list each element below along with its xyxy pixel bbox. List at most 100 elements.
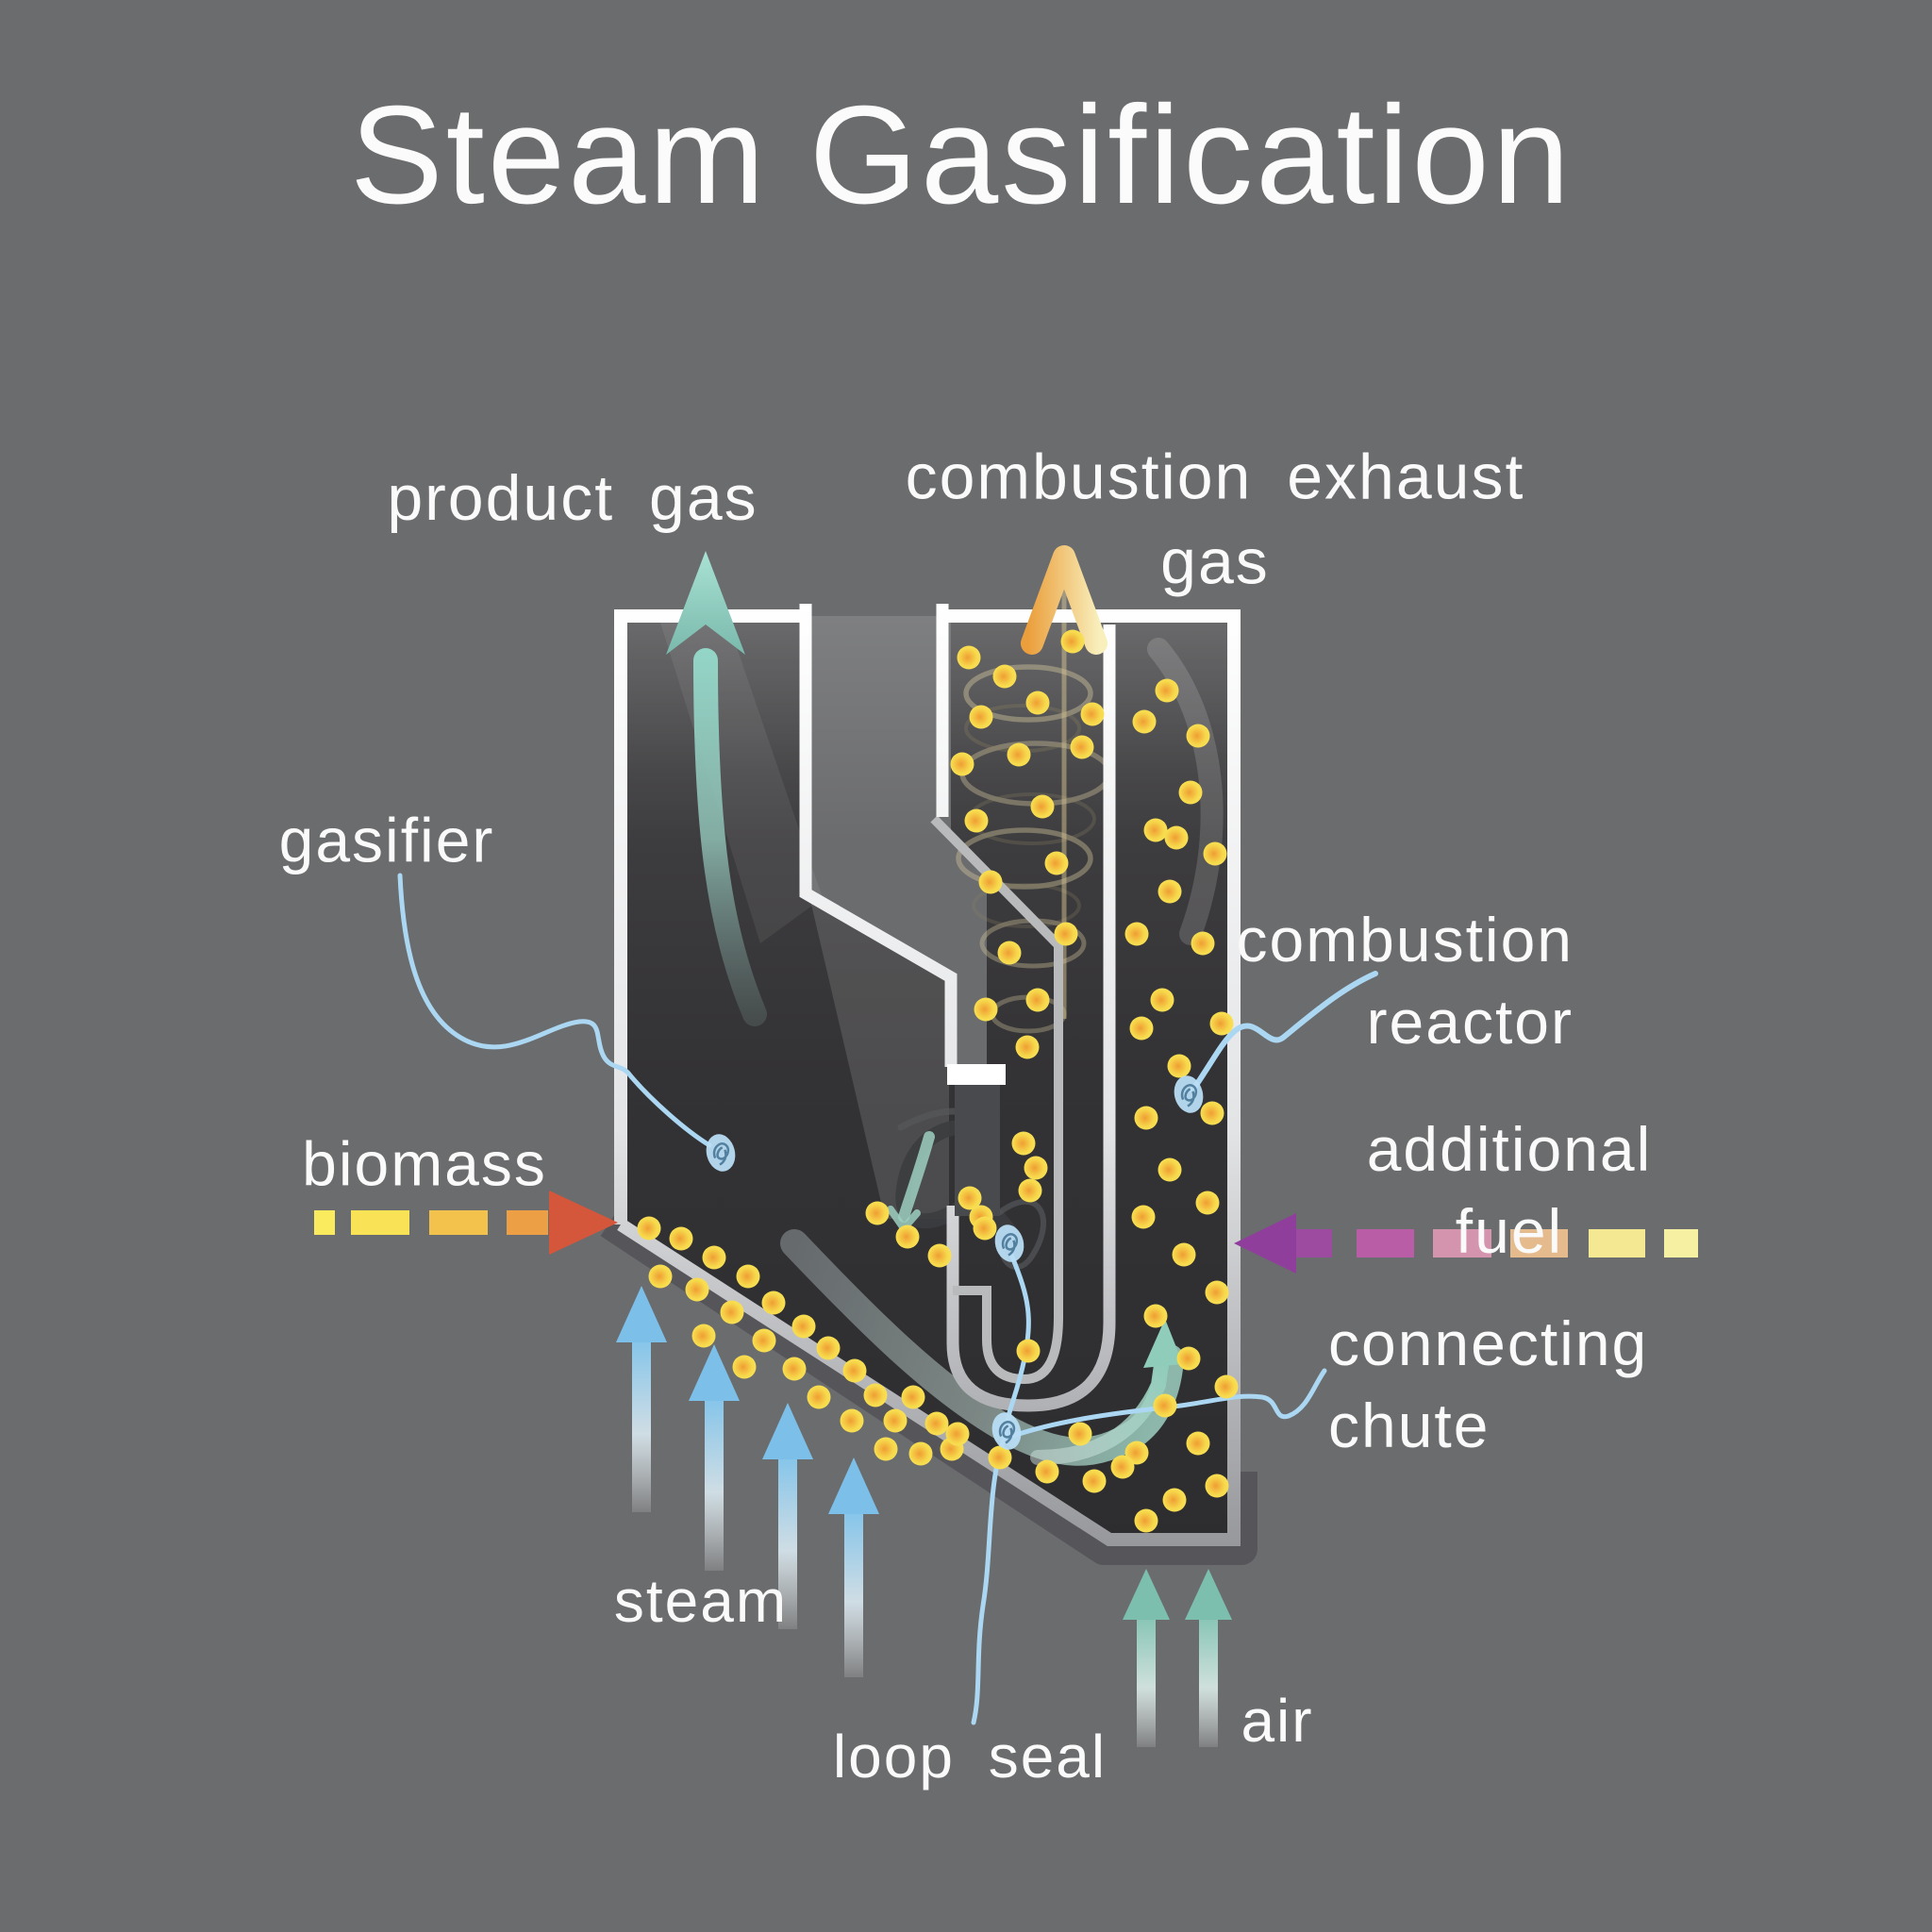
bed-particles [637,629,1239,1533]
particle-dot [1018,1178,1042,1203]
fuel-dash [1664,1229,1698,1257]
product-gas-label: product gas [387,462,758,535]
particle-dot [1011,1131,1036,1156]
cyclone-particles [950,629,1105,1059]
marker-blob [1174,1075,1204,1113]
particle-dot [988,1445,1012,1470]
particle-dot [1015,1035,1040,1059]
particle-dot [863,1383,888,1407]
particle-dot [1024,1156,1048,1180]
chute-flow-arrowhead [1143,1319,1183,1368]
gasifier-leader-line [397,873,712,1148]
particle-dot [791,1314,816,1339]
steam-label: steam [613,1566,789,1635]
particle-dot [1129,1016,1154,1041]
particle-dot [1035,1459,1059,1484]
particle-dot [1186,724,1210,748]
particle-dot [1044,851,1069,875]
particle-dot [865,1201,890,1225]
particle-dot [685,1277,709,1302]
cyclone-swirl-loop [956,827,1093,890]
particle-dot [945,1422,970,1446]
particle-dot [901,1385,925,1409]
combustion-column-particles [945,678,1239,1533]
particle-dot [1143,818,1168,842]
particle-dot [732,1355,757,1379]
feed-slot-dash [947,1064,1006,1085]
particle-dot [958,1186,982,1210]
particle-dot [950,752,974,776]
fuel-dash [1433,1229,1491,1257]
particle-dot [969,705,993,729]
loop-seal-marker-lower [991,1412,1022,1450]
loop-seal-label: loop seal [832,1722,1108,1790]
loop-seal-marker-upper [994,1224,1024,1262]
particle-dot [1195,1191,1220,1215]
particle-dot [1155,678,1179,703]
particle-dot [1158,1158,1182,1182]
marker-scribble [1001,1233,1019,1257]
marker-blob [991,1412,1022,1450]
particle-dot [1164,825,1189,850]
combustion-reactor-marker [1174,1075,1204,1113]
particle-dot [1016,1339,1041,1363]
particle-dot [1082,1469,1107,1493]
biomass-dash [429,1210,488,1235]
connecting-chute-leader-line [1010,1368,1327,1439]
particle-dot [1132,709,1157,734]
steam-arrow-shaft [632,1338,651,1512]
particle-dot [1025,691,1050,715]
particle-dot [978,870,1003,894]
particle-dot [997,941,1022,965]
particle-dot [1186,1431,1210,1456]
connecting-chute-label: connecting chute [1328,1307,1649,1460]
particle-dot [1080,702,1105,726]
particle-dot [974,997,998,1022]
particle-dot [1124,922,1149,946]
column-highlight-swoosh [1147,638,1224,945]
chute-flow-arrow-shaft [1030,1351,1170,1465]
particle-dot [1110,1455,1135,1479]
particle-dot [1007,742,1031,767]
particle-dot [1167,1054,1191,1078]
gas-wisp-curl [997,1198,1046,1270]
biomass-dash [507,1210,548,1235]
particle-dot [807,1385,831,1409]
loop-seal-outer-wall [946,625,1116,1412]
particle-dot [1134,1508,1158,1533]
particle-dot [1025,988,1050,1012]
particle-dot [1131,1205,1156,1229]
particle-dot [1172,1242,1196,1267]
product-gas-arrowhead [666,551,745,655]
particle-dot [1209,1011,1234,1036]
particle-dot [702,1245,726,1270]
product-gas-arrow-shaft [693,648,767,1026]
top-glow [625,616,1230,842]
particle-dot [1060,629,1085,654]
air-label: air [1241,1686,1314,1755]
particle-dot [1205,1280,1229,1305]
marker-scribble [712,1142,730,1166]
particle-dot [761,1291,786,1315]
particle-dot [924,1411,949,1436]
wisp-teal-arrow [898,1131,935,1223]
combustion-reactor-leader-line [1190,971,1378,1093]
particle-dot [1068,1422,1092,1446]
fuel-dash [1357,1229,1414,1257]
particle-dot [782,1357,807,1381]
particle-dot [1214,1374,1239,1399]
gasifier-bed-particles [637,1131,1048,1466]
leader-markers [706,1075,1204,1450]
gasifier-label: gasifier [278,805,495,875]
particle-dot [720,1300,744,1324]
steam-arrowhead [689,1344,740,1401]
air-arrow-shaft [1199,1615,1218,1747]
particle-dot [1162,1488,1187,1512]
gasifier-roof-highlight [809,896,949,1219]
fuel-dash [1510,1229,1568,1257]
particle-dot [964,808,989,833]
biomass-dash [314,1210,335,1235]
steam-arrow-shaft [844,1509,863,1677]
particle-dot [895,1224,920,1249]
